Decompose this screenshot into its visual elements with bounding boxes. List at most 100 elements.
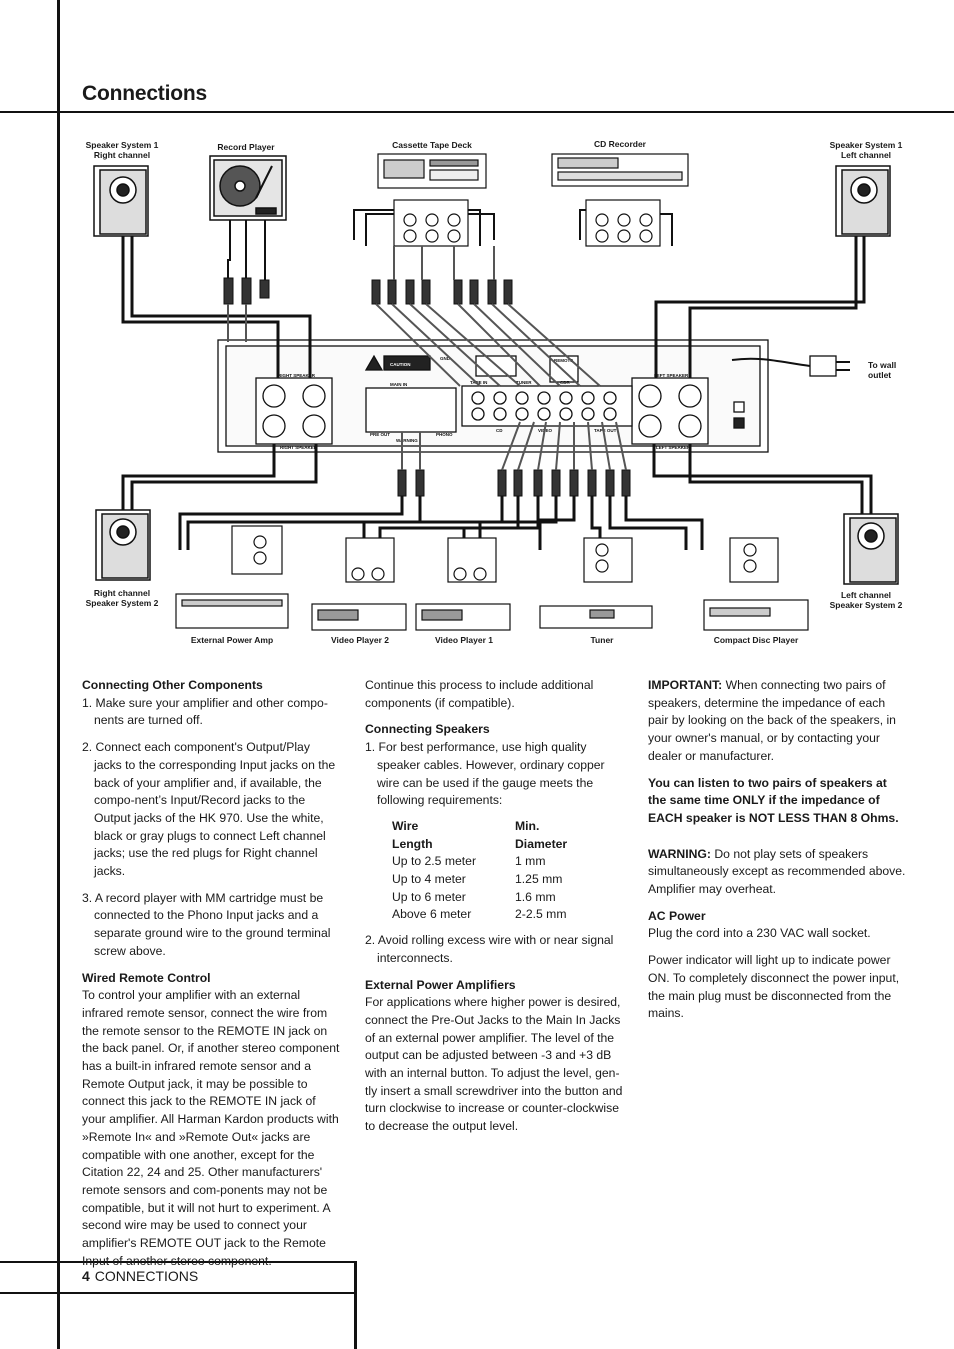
paragraph-warning: WARNING: Do not play sets of speakers si… (648, 846, 906, 899)
important-label: IMPORTANT: (648, 678, 723, 692)
bottom-jack-panels (231, 525, 779, 583)
column-2: Continue this process to include additio… (365, 677, 623, 1145)
label-external-power-amp: External Power Amp (190, 635, 274, 645)
rca-cables-top (227, 209, 673, 290)
table-cell: Up to 4 meter (392, 872, 466, 887)
panel-left-speaker-b: LEFT SPEAKER (656, 445, 691, 450)
table-header-cell: Min. (515, 818, 540, 833)
paragraph-remote-control: To control your amplifier with an extern… (82, 988, 340, 1268)
table-row: Up to 2.5 meter 1 mm (392, 853, 567, 871)
label-record-player: Record Player (217, 142, 275, 152)
label-cassette-deck: Cassette Tape Deck (392, 140, 472, 150)
label-tuner: Tuner (590, 635, 614, 645)
record-player (209, 155, 287, 221)
wire-gauge-table: Wire Min. Length Diameter Up to 2.5 meter 1… (392, 818, 567, 924)
list-item: 1. For best performance, use high qualit… (365, 740, 605, 808)
table-row: Up to 6 meter 1.6 mm (392, 889, 567, 907)
rca-plugs-top (223, 277, 513, 305)
table-cell: 1 mm (515, 854, 546, 869)
speaker-system-1-right (93, 165, 149, 237)
table-cell: Above 6 meter (392, 907, 472, 922)
table-cell: 1.6 mm (515, 889, 556, 904)
panel-cdr: CDR (560, 380, 570, 385)
paragraph-impedance-note: You can listen to two pairs of speakers … (648, 775, 899, 825)
page-number: 4 (82, 1268, 90, 1284)
heading-connecting-other-components: Connecting Other Components (82, 678, 263, 692)
heading-wired-remote-control: Wired Remote Control (82, 970, 211, 985)
table-cell: 1.25 mm (515, 872, 563, 887)
speaker-system-2-left (843, 513, 899, 585)
speaker-system-1-left (835, 165, 891, 237)
heading-external-power-amplifiers: External Power Amplifiers (365, 977, 516, 992)
speaker-cables (121, 236, 873, 514)
list-item: 2. Avoid rolling excess wire with or nea… (365, 933, 614, 965)
page-title: Connections (82, 82, 207, 105)
paragraph-power-indicator: Power indicator will light up to indicat… (648, 953, 900, 1021)
important-text: When connecting two pairs of speakers, d… (648, 678, 896, 763)
cassette-jacks (393, 199, 469, 247)
table-row: Above 6 meter 2-2.5 mm (392, 906, 567, 924)
panel-right-speaker-a: RIGHT SPEAKER (278, 373, 316, 378)
label-video-player-1: Video Player 1 (435, 635, 493, 645)
amplifier-back-panel (217, 339, 769, 453)
paragraph-external-amps: For applications where higher power is d… (365, 995, 623, 1134)
table-cell: Up to 6 meter (392, 889, 466, 904)
heading-ac-power: AC Power (648, 908, 706, 923)
list-item: 3. A record player with MM cartridge mus… (82, 890, 331, 958)
rca-plugs-bottom (397, 469, 631, 497)
panel-right-speaker-b: RIGHT SPEAKER (280, 445, 318, 450)
label-compact-disc-player: Compact Disc Player (713, 635, 799, 645)
rca-cables-mid (227, 246, 601, 387)
paragraph-important: IMPORTANT: When connecting two pairs of … (648, 677, 906, 766)
footer-divider (354, 1261, 357, 1349)
panel-tuner: TUNER (516, 380, 532, 385)
list-item: 2. Connect each component's Output/Play … (82, 740, 336, 879)
top-rule (0, 111, 954, 113)
panel-warning: WARNING (396, 438, 418, 443)
cd-recorder-jacks (585, 199, 661, 247)
table-row: Up to 4 meter 1.25 mm (392, 871, 567, 889)
panel-gnd: GND (440, 356, 451, 361)
table-header-cell: Length (392, 836, 433, 851)
footer-rule-bottom (0, 1292, 357, 1294)
column-3: IMPORTANT: When connecting two pairs of … (648, 677, 906, 1032)
warning-text: Do not play sets of speakers simultaneou… (648, 846, 906, 897)
power-cord (731, 355, 850, 377)
column-1: Connecting Other Components 1. Make sure… (82, 677, 340, 1280)
panel-main-in: MAIN IN (390, 382, 407, 387)
panel-phono: PHONO (436, 432, 453, 437)
rca-cables-lower (401, 421, 627, 471)
paragraph-ac-plug: Plug the cord into a 230 VAC wall socket… (648, 926, 871, 941)
cd-recorder (551, 153, 689, 187)
paragraph-continue: Continue this process to include additio… (365, 678, 594, 710)
panel-caution: CAUTION (390, 362, 411, 367)
cassette-tape-deck (377, 153, 487, 189)
heading-connecting-speakers: Connecting Speakers (365, 722, 490, 737)
table-cell: 2-2.5 mm (515, 907, 567, 922)
connection-diagram: RIGHT SPEAKER RIGHT SPEAKER LEFT SPEAKER… (60, 130, 940, 650)
bottom-devices (175, 593, 809, 631)
table-header-cell: Diameter (515, 836, 568, 851)
footer-rule-top (0, 1261, 357, 1263)
table-header-cell: Wire (392, 818, 419, 833)
left-margin-rule (57, 0, 60, 1349)
label-video-player-2: Video Player 2 (331, 635, 389, 645)
footer-section: CONNECTIONS (94, 1268, 199, 1284)
panel-remote: REMOTE (554, 358, 573, 363)
speaker-system-2-right (95, 509, 151, 581)
label-cd-recorder: CD Recorder (594, 139, 646, 149)
panel-left-speaker-a: LEFT SPEAKER (654, 373, 689, 378)
panel-tape: TAPE IN (470, 380, 487, 385)
warning-label: WARNING: (648, 846, 711, 861)
panel-pre-out: PRE OUT (370, 432, 390, 437)
panel-cd: CD (496, 428, 503, 433)
panel-tape-out: TAPE OUT (594, 428, 617, 433)
table-cell: Up to 2.5 meter (392, 854, 476, 869)
list-item: 1. Make sure your amplifier and other co… (82, 695, 328, 728)
